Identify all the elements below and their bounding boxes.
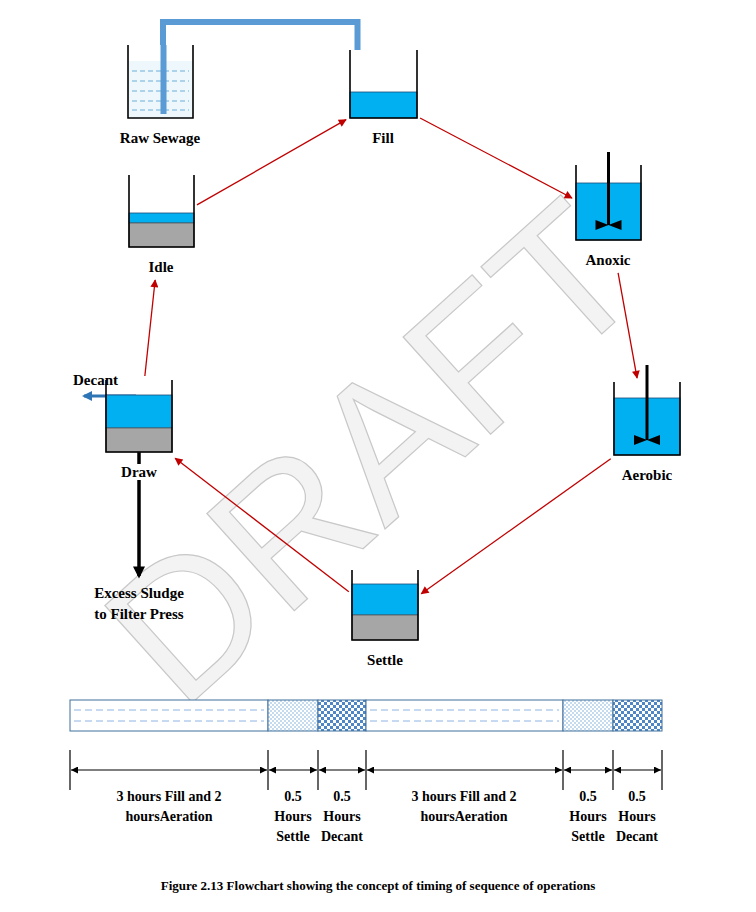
segment-hatch <box>370 721 559 722</box>
tank-illustration <box>129 175 194 247</box>
tank-label-row: Draw <box>106 463 172 481</box>
tank-illustration <box>350 50 417 118</box>
dimension-lines <box>70 750 662 790</box>
mixer-shaft <box>607 152 610 225</box>
duration-label: 0.5 Hours Settle <box>562 787 614 847</box>
tank-node: Raw Sewage <box>116 45 205 147</box>
dimension-arrow <box>367 769 562 770</box>
tank-label-row: Fill <box>350 129 417 147</box>
dimension-tick <box>562 750 563 790</box>
dimension-tick <box>317 750 318 790</box>
water-level <box>350 92 417 118</box>
sludge-destination-label: Excess Sludge to Filter Press <box>87 583 191 625</box>
tank-illustration <box>106 380 172 452</box>
duration-label: 0.5 Hours Settle <box>267 787 319 847</box>
tank-outline <box>106 380 172 452</box>
segment-hatch <box>74 721 264 722</box>
tank-outline <box>128 45 193 118</box>
sequence-arrow <box>145 280 155 376</box>
tank-illustration <box>352 570 418 640</box>
dimension-arrow <box>269 769 317 770</box>
dimension-tick <box>267 750 268 790</box>
dimension-tick <box>612 750 613 790</box>
segment-hatch <box>74 710 264 711</box>
tank-node: Idle <box>129 175 194 276</box>
figure-caption: Figure 2.13 Flowchart showing the concep… <box>0 877 756 895</box>
mixer-impeller <box>634 435 660 445</box>
tank-illustration <box>128 45 193 118</box>
water-level <box>106 395 172 428</box>
tank-label-row: Idle <box>129 258 194 276</box>
settle-segment <box>268 700 318 731</box>
tank-node: Aerobic <box>614 382 680 484</box>
tank-label: Raw Sewage <box>118 130 202 146</box>
dimension-arrow <box>564 769 612 770</box>
tank-label: Anoxic <box>584 252 633 268</box>
segment-hatch <box>370 710 559 711</box>
dimension-tick <box>661 750 662 790</box>
tank-node: Settle <box>352 570 418 669</box>
sludge-layer <box>352 615 418 640</box>
intake-pipe <box>160 45 166 114</box>
sequence-arrow <box>420 118 572 198</box>
tank-label: Idle <box>146 259 175 275</box>
tank-label: Aerobic <box>620 467 675 483</box>
tank-label-row: Anoxic <box>576 251 641 269</box>
tank-illustration <box>576 165 641 240</box>
dimension-tick <box>365 750 366 790</box>
dimension-arrow <box>319 769 365 770</box>
water-level <box>352 584 418 615</box>
sludge-layer <box>106 428 172 452</box>
fill-aeration-segment <box>366 700 563 731</box>
dimension-tick <box>69 750 70 790</box>
dimension-arrow <box>614 769 661 770</box>
decant-segment <box>613 700 662 731</box>
timing-bar <box>70 700 662 731</box>
tank-label: Fill <box>370 130 396 146</box>
decant-label: Decant <box>73 370 118 391</box>
duration-label: 0.5 Hours Decant <box>611 787 663 847</box>
tank-node: Draw <box>106 380 172 481</box>
fill-aeration-segment <box>70 700 268 731</box>
duration-label: 0.5 Hours Decant <box>316 787 368 847</box>
tank-node: Anoxic <box>576 165 641 269</box>
tank-outline <box>350 50 417 118</box>
tank-label-row: Settle <box>352 651 418 669</box>
decant-segment <box>318 700 366 731</box>
tank-illustration <box>614 382 680 455</box>
water-level <box>129 213 194 223</box>
tank-node: Fill <box>350 50 417 147</box>
sequence-arrow <box>197 120 346 205</box>
duration-label: 3 hours Fill and 2 hoursAeration <box>399 787 529 827</box>
sludge-layer <box>129 223 194 247</box>
settle-segment <box>563 700 613 731</box>
tank-label: Settle <box>365 652 405 668</box>
duration-label: 3 hours Fill and 2 hoursAeration <box>104 787 234 827</box>
mixer-shaft <box>646 365 649 440</box>
dimension-arrow <box>71 769 267 770</box>
tank-label-row: Raw Sewage <box>116 129 205 147</box>
mixer-impeller <box>595 220 621 230</box>
tank-label: Draw <box>119 464 159 480</box>
tank-label-row: Aerobic <box>614 466 680 484</box>
tank-outline <box>129 175 194 247</box>
